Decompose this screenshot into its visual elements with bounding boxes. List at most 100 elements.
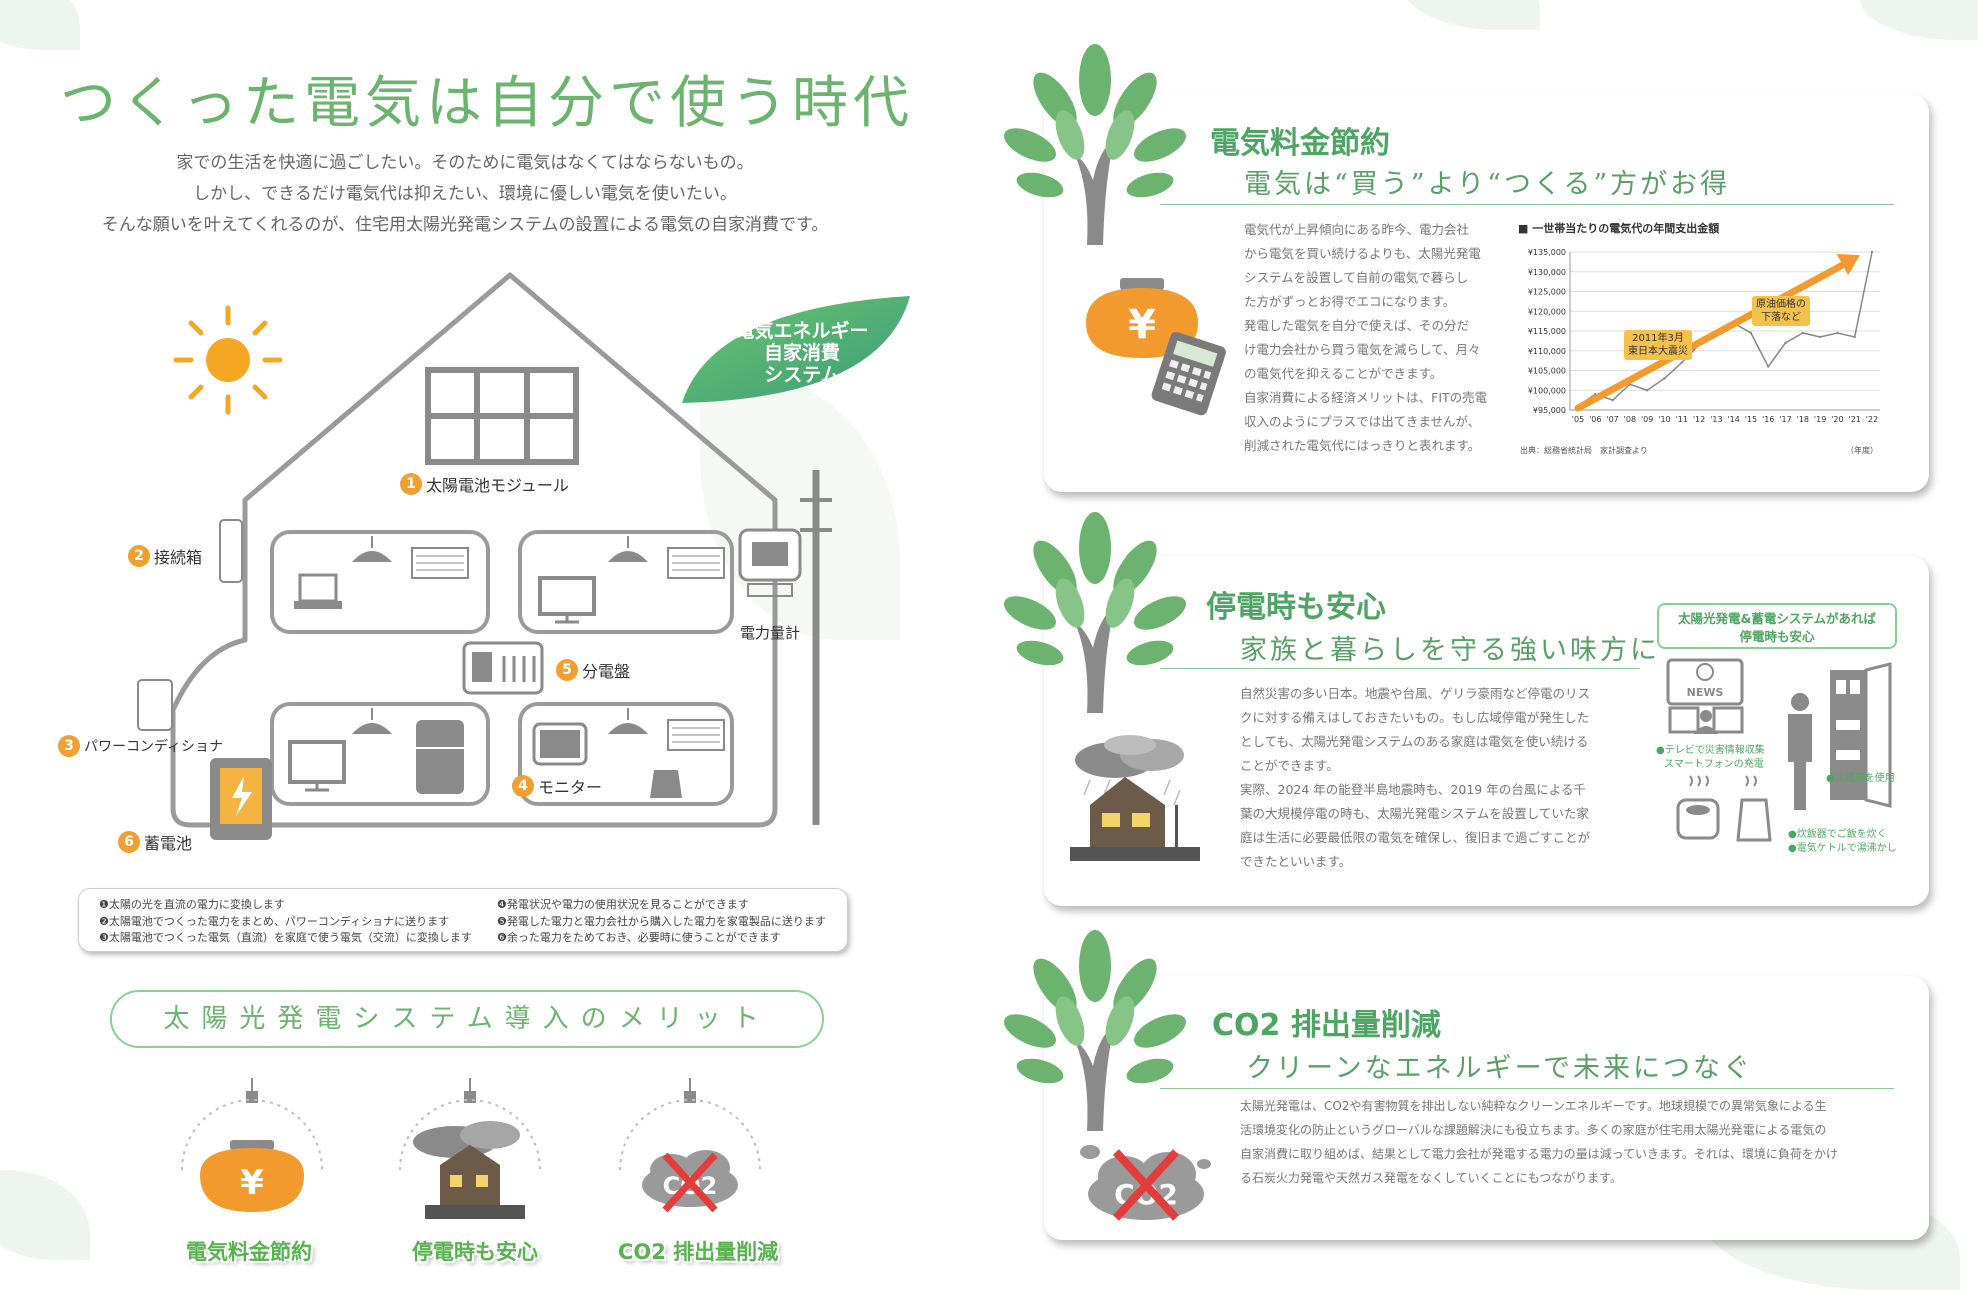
panel-outage-title: 停電時も安心 [1206, 590, 1386, 625]
air-conditioner-icon [411, 547, 469, 579]
divider [1160, 1088, 1894, 1089]
divider [1160, 204, 1894, 205]
refrigerator-icon [416, 720, 464, 794]
data-point [1853, 335, 1856, 339]
tv-icon [288, 740, 346, 784]
x-tick-label: '14 [1727, 415, 1739, 424]
bg-leaf [0, 1170, 90, 1260]
y-tick-label: ¥125,000 [1528, 288, 1566, 297]
junction-box-icon [219, 519, 243, 583]
electric-pole-icon [800, 470, 832, 825]
tv-icon [538, 576, 596, 616]
x-tick-label: '08 [1624, 415, 1636, 424]
panel-co2-title: CO2 排出量削減 [1212, 1008, 1441, 1043]
x-tick-label: '13 [1710, 415, 1722, 424]
callout-2011: 2011年3月 東日本大震災 [1624, 330, 1692, 360]
tree-icon [1004, 930, 1186, 1131]
y-tick-label: ¥100,000 [1528, 386, 1566, 395]
bg-leaf [1860, 0, 1978, 40]
trend-arrow [1574, 260, 1849, 412]
data-point [1767, 365, 1770, 368]
solar-module-icon [425, 367, 579, 465]
chart-source: 出典：総務省統計局 家計調査より [1520, 446, 1648, 455]
data-point [1870, 250, 1874, 254]
sun-icon [173, 305, 283, 415]
outage-note-tv: ●テレビで災害情報収集 スマートフォンの充電 [1656, 745, 1765, 770]
ceiling-light-icon [352, 536, 392, 562]
merit-icons: ¥ CO2 [181, 1078, 761, 1219]
x-tick-label: '18 [1797, 415, 1809, 424]
storm-house-icon [1070, 735, 1200, 861]
label-meter: 電力量計 [740, 624, 801, 642]
storm-house-icon [413, 1121, 525, 1219]
panel-saving-subtitle: 電気は“買う”より“つくる”方がお得 [1244, 169, 1731, 200]
x-tick-label: '05 [1572, 415, 1584, 424]
panel-co2-body: 太陽光発電は、CO2や有害物質を排出しない純粋なクリーンエネルギーです。地球規模… [1240, 1099, 1838, 1185]
monitor-icon [532, 722, 588, 766]
battery-icon [210, 758, 272, 840]
y-tick-label: ¥95,000 [1533, 406, 1566, 415]
data-point [1663, 377, 1666, 380]
x-tick-label: '19 [1814, 415, 1826, 424]
intro-text: 家での生活を快適に過ごしたい。そのために電気はなくてはならないもの。 しかし、で… [101, 153, 829, 235]
diagram-badge: 電気エネルギー 自家消費 システム [735, 320, 869, 386]
outage-note-cook: ●炊飯器でご飯を炊く ●電気ケトルで湯沸かし [1788, 829, 1897, 854]
data-point [1801, 331, 1805, 335]
merit-heading: 太陽光発電システム導入のメリット [110, 990, 824, 1048]
data-point [1680, 361, 1683, 364]
trend-arrow-head [1836, 254, 1860, 276]
page-title: つくった電気は自分で使う時代 [60, 71, 914, 136]
outage-callout-box: 太陽光発電&蓄電システムがあれば 停電時も安心 [1657, 603, 1897, 649]
kettle-icon [650, 770, 682, 798]
x-tick-label: '11 [1676, 415, 1688, 424]
panel-outage-subtitle: 家族と暮らしを守る強い味方に [1240, 635, 1660, 666]
svg-text:¥: ¥ [1128, 302, 1156, 348]
panel-saving [1044, 94, 1929, 492]
callout-oil: 原油価格の 下落など [1752, 296, 1810, 326]
divider [1160, 668, 1640, 669]
svg-text:¥: ¥ [240, 1163, 264, 1203]
y-tick-label: ¥115,000 [1528, 327, 1566, 336]
merit-label-co2: CO2 排出量削減 [618, 1240, 779, 1264]
y-tick-label: ¥130,000 [1528, 268, 1566, 277]
chart-xlabel: （年度） [1846, 446, 1878, 455]
y-tick-label: ¥120,000 [1528, 307, 1566, 316]
purse-calculator-icon: ¥ [1086, 278, 1226, 416]
power-conditioner-icon [137, 679, 173, 731]
y-tick-label: ¥105,000 [1528, 367, 1566, 376]
panelboard-icon [462, 641, 544, 695]
data-point [1645, 389, 1649, 392]
x-tick-label: '12 [1693, 415, 1705, 424]
diagram-legend: ❶太陽の光を直流の電力に変換します ❷太陽電池でつくった電力をまとめ、パワーコン… [78, 888, 848, 952]
x-tick-label: '17 [1779, 415, 1791, 424]
y-tick-label: ¥135,000 [1528, 248, 1566, 257]
data-point [1611, 398, 1614, 402]
co2-cloud-icon: CO2 [642, 1150, 738, 1213]
laptop-icon [298, 573, 338, 603]
panel-co2-subtitle: クリーンなエネルギーで未来につなぐ [1246, 1053, 1754, 1084]
house-diagram [137, 272, 832, 840]
bg-leaf [0, 0, 80, 50]
house-outline [170, 272, 778, 828]
tree-icon [1004, 44, 1186, 245]
air-conditioner-icon [667, 719, 725, 751]
x-tick-label: '09 [1641, 415, 1653, 424]
outage-appliances-icon: NEWS [1666, 658, 1892, 842]
data-point [1836, 331, 1839, 335]
x-tick-label: '20 [1831, 415, 1843, 424]
y-tick-label: ¥110,000 [1528, 347, 1566, 356]
x-tick-label: '15 [1745, 415, 1757, 424]
outage-note-fridge: ●冷蔵庫を使用 [1826, 773, 1895, 784]
x-tick-label: '10 [1658, 415, 1670, 424]
electricity-cost-chart: ¥135,000 ¥130,000 ¥125,000 ¥120,000 ¥115,000… [1528, 248, 1880, 424]
purse-icon: ¥ [200, 1140, 304, 1212]
bg-leaf [1400, 0, 1540, 30]
x-tick-label: '16 [1762, 415, 1774, 424]
ceiling-light-icon [352, 708, 392, 734]
tree-icon [1004, 512, 1186, 713]
